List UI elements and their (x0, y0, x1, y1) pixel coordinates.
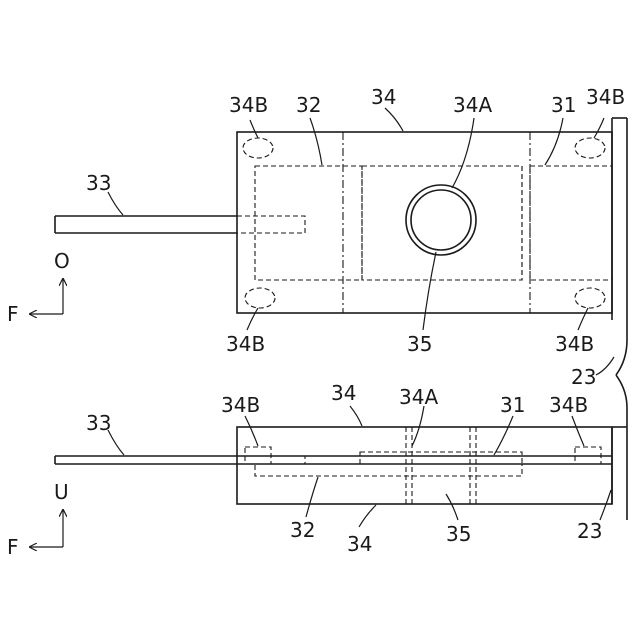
top-pin-35 (411, 190, 471, 250)
top-leader-35 (423, 252, 436, 330)
top-label-31: 31 (551, 93, 576, 117)
side-member-23-right-edge (616, 375, 627, 520)
top-leader-33 (108, 192, 123, 215)
top-hole-34b-tl (243, 138, 273, 158)
side-hidden-31 (360, 452, 522, 464)
side-leader-35 (446, 494, 458, 520)
side-axis-f-label: F (7, 535, 19, 559)
top-hidden-center (362, 166, 522, 280)
top-leader-31 (545, 118, 563, 165)
side-leader-34-top (350, 406, 362, 426)
side-leader-32 (306, 477, 318, 517)
side-plate-34 (237, 427, 612, 504)
side-label-34-top: 34 (331, 381, 356, 405)
top-rod-33-hidden (237, 216, 305, 233)
top-leader-34a (452, 118, 474, 188)
side-leader-34a (412, 406, 424, 446)
side-label-34-bot: 34 (347, 532, 372, 556)
side-label-31: 31 (500, 393, 525, 417)
top-leader-34b-tr (594, 118, 604, 138)
top-view: 34B 32 34 34A 31 34B 33 34B 35 34B 23 O … (7, 85, 627, 389)
top-label-33: 33 (86, 171, 111, 195)
side-label-35: 35 (446, 522, 471, 546)
top-leader-34b-tl (250, 120, 258, 138)
top-hole-34b-bl (245, 288, 275, 308)
top-plate-34 (237, 132, 612, 313)
side-leader-34b-l (245, 416, 258, 446)
top-hole-34a (406, 185, 476, 255)
top-label-34b-br: 34B (555, 332, 594, 356)
top-leader-34 (385, 108, 403, 131)
top-label-34b-tr: 34B (586, 85, 625, 109)
side-leader-23 (600, 490, 611, 520)
top-hidden-32 (255, 166, 362, 280)
top-member-23-right-edge (616, 118, 627, 375)
top-label-35: 35 (407, 332, 432, 356)
side-leader-31 (494, 416, 513, 455)
side-label-33: 33 (86, 411, 111, 435)
side-hidden-32 (255, 464, 522, 476)
top-leader-34b-bl (247, 308, 258, 330)
top-hidden-31 (530, 166, 612, 280)
side-view: 33 34B 34 34A 31 34B 32 34 35 23 U F (7, 375, 627, 559)
side-label-34b-l: 34B (221, 393, 260, 417)
top-leader-23 (596, 357, 614, 375)
top-label-34b-tl: 34B (229, 93, 268, 117)
top-hole-34b-br (575, 288, 605, 308)
top-label-34b-bl: 34B (226, 332, 265, 356)
top-hole-34b-tr (575, 138, 605, 158)
side-leader-34-bot (359, 505, 376, 527)
top-leader-32 (310, 118, 322, 165)
top-label-34: 34 (371, 85, 396, 109)
top-label-32: 32 (296, 93, 321, 117)
side-axis-u-label: U (54, 480, 69, 504)
top-label-23: 23 (571, 365, 596, 389)
side-hidden-33-end (271, 456, 305, 464)
side-label-32: 32 (290, 518, 315, 542)
side-leader-34b-r (572, 416, 584, 446)
top-axis-f-label: F (7, 302, 19, 326)
side-label-34a: 34A (399, 385, 438, 409)
top-leader-34b-br (578, 308, 588, 330)
side-label-34b-r: 34B (549, 393, 588, 417)
side-label-23: 23 (577, 519, 602, 543)
top-label-34a: 34A (453, 93, 492, 117)
top-axis-o-label: O (54, 249, 70, 273)
